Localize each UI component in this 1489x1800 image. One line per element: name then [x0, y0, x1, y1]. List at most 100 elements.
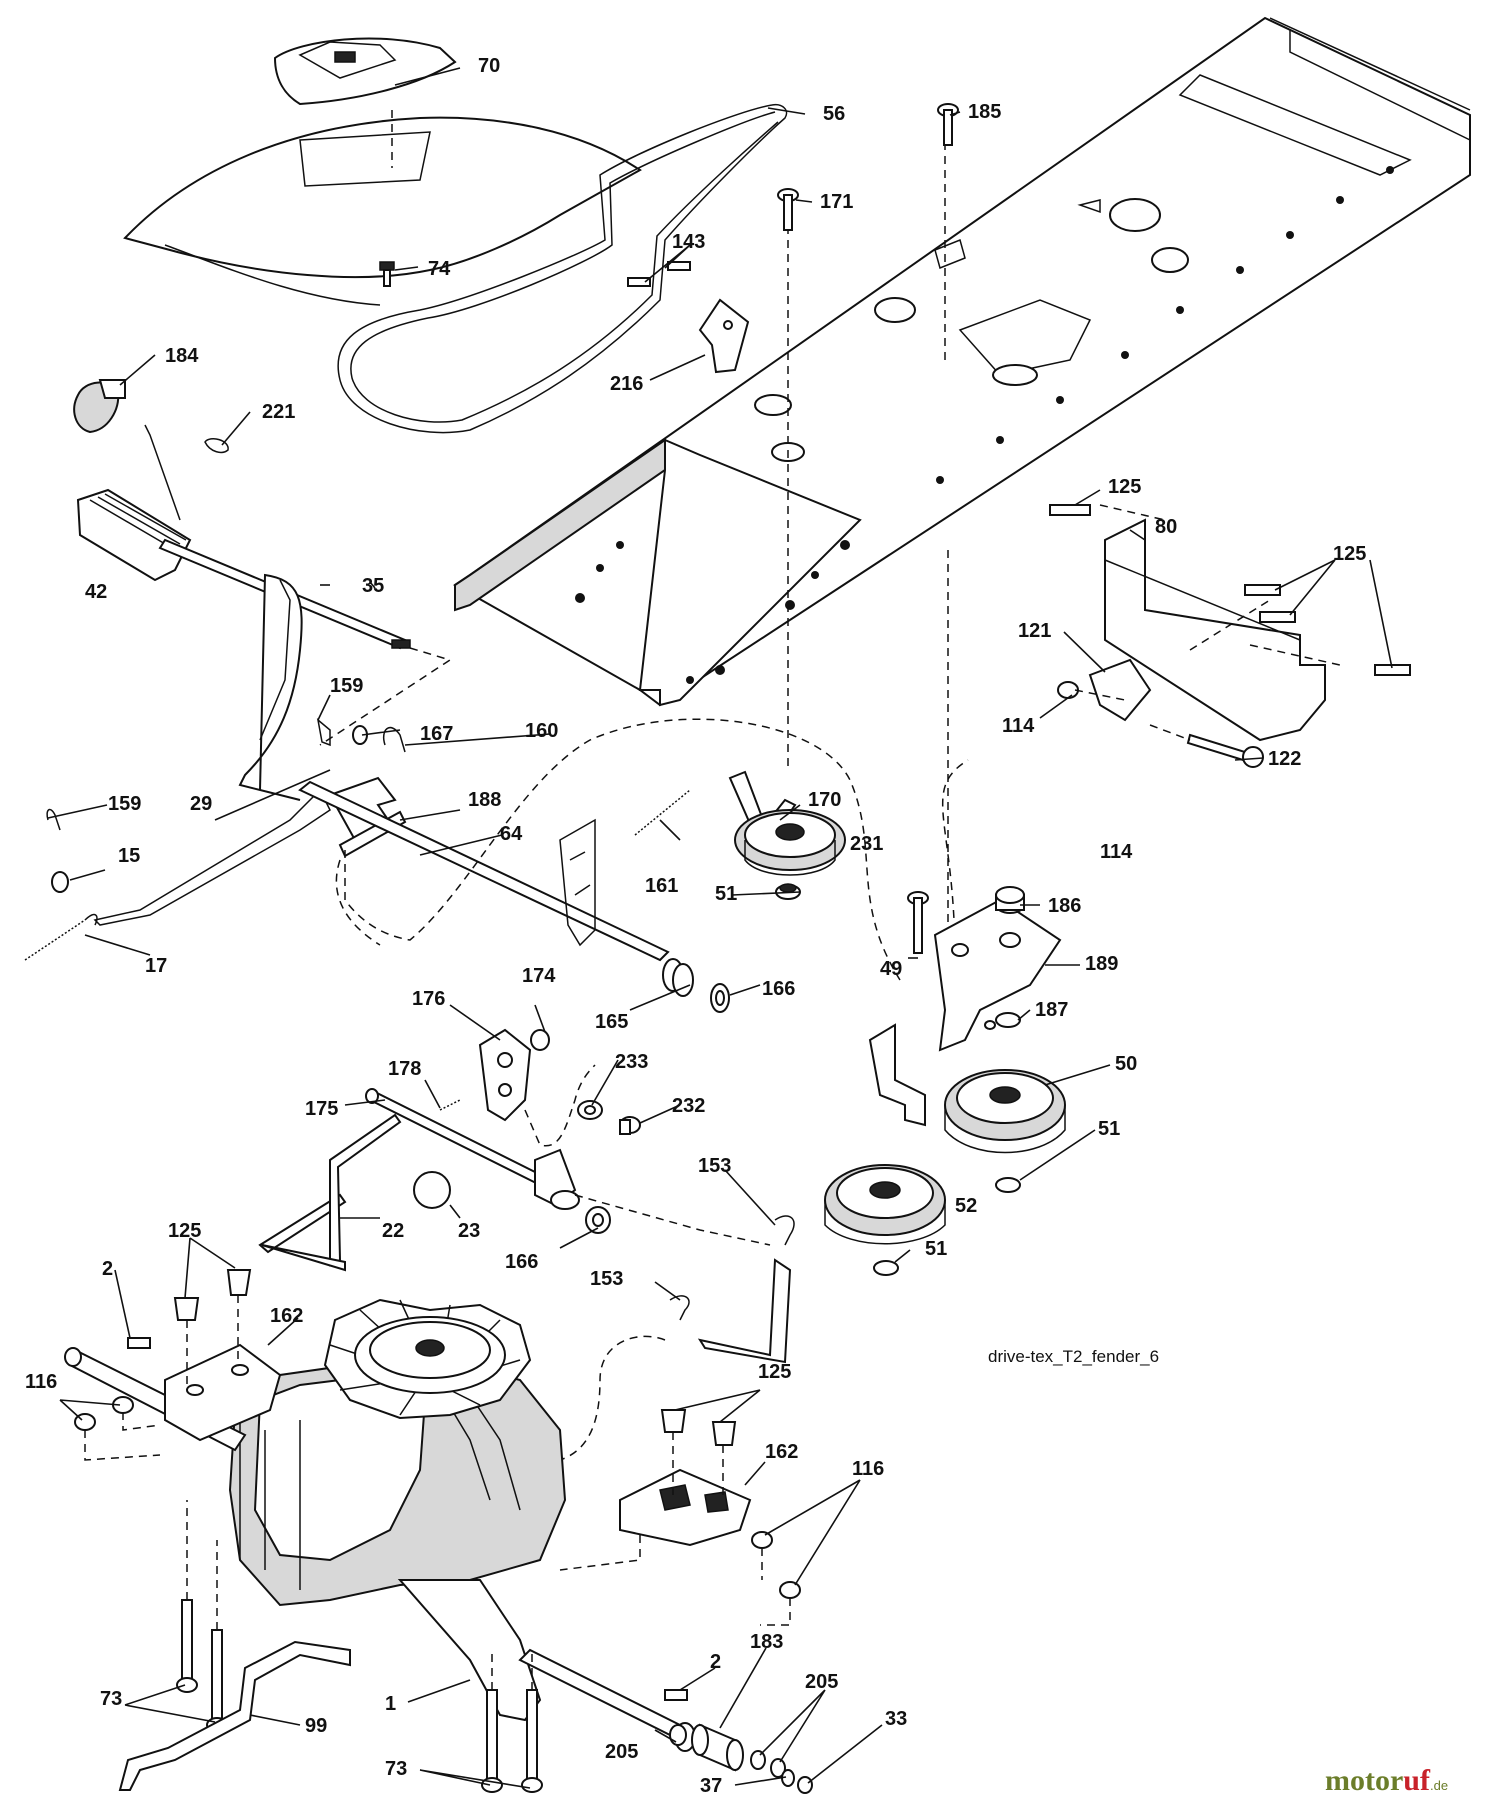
- bracket-162b: [619, 1468, 752, 1547]
- callout-51b: 51: [1098, 1118, 1120, 1140]
- callout-185: 185: [968, 101, 1001, 123]
- callout-73a: 73: [100, 1688, 122, 1710]
- spring-161: [634, 789, 691, 836]
- spacer-183: [691, 1723, 744, 1772]
- callout-175: 175: [305, 1098, 338, 1120]
- screw-74: [379, 261, 395, 287]
- brake-link: [559, 1258, 792, 1461]
- main-frame: [453, 16, 1471, 707]
- callout-42: 42: [85, 581, 107, 603]
- bracket-216: [698, 298, 750, 374]
- callout-2b: 2: [710, 1651, 721, 1673]
- pulley-231: [734, 809, 846, 876]
- callout-176: 176: [412, 988, 445, 1010]
- callout-116b: 116: [852, 1458, 884, 1480]
- spacer-186: [995, 886, 1025, 914]
- callout-166a: 166: [762, 978, 795, 1000]
- callout-187: 187: [1035, 999, 1068, 1021]
- fender: [123, 116, 642, 306]
- carriage-bolt-171: [777, 188, 799, 231]
- callout-33: 33: [885, 1708, 907, 1730]
- callout-170: 170: [808, 789, 841, 811]
- spring-178: [439, 1099, 461, 1111]
- bolts-143: [627, 261, 691, 287]
- carriage-bolt-185: [937, 103, 959, 146]
- bolt-49: [907, 891, 929, 954]
- washer-233: [577, 1100, 603, 1120]
- svg-text:motoruf.de: motoruf.de: [1325, 1764, 1448, 1797]
- washer-205a: [669, 1724, 687, 1746]
- bracket-176: [478, 1028, 532, 1122]
- callout-64: 64: [500, 823, 523, 845]
- watermark-logo: motoruf.de: [1325, 1764, 1448, 1797]
- clip-153a: [774, 1215, 795, 1246]
- pedal-42: [76, 424, 192, 582]
- callout-216: 216: [610, 373, 643, 395]
- bracket-121: [1088, 658, 1152, 722]
- callout-73b: 73: [385, 1758, 407, 1780]
- callout-161: 161: [645, 875, 678, 897]
- shift-knob-184: [73, 379, 126, 434]
- pin-160: [383, 726, 406, 753]
- pulley-50: [944, 1069, 1066, 1154]
- belt-guide: [868, 1023, 926, 1127]
- callout-178: 178: [388, 1058, 421, 1080]
- callout-37: 37: [700, 1775, 722, 1797]
- callout-114b: 114: [1100, 841, 1133, 863]
- callout-231: 231: [850, 833, 883, 855]
- bolts-125-right: [660, 1409, 737, 1446]
- callout-52: 52: [955, 1195, 977, 1217]
- callout-116a: 116: [25, 1371, 57, 1393]
- bolt-122: [1186, 733, 1264, 768]
- callout-188: 188: [468, 789, 501, 811]
- callout-162b: 162: [765, 1441, 798, 1463]
- callout-205b: 205: [605, 1741, 638, 1763]
- pin-159b: [316, 718, 331, 747]
- callout-125a: 125: [1108, 476, 1141, 498]
- callout-171: 171: [820, 191, 853, 213]
- callout-143: 143: [672, 231, 705, 253]
- callout-159a: 159: [330, 675, 363, 697]
- callout-160: 160: [525, 720, 558, 742]
- washer-187: [995, 1012, 1021, 1028]
- callout-56: 56: [823, 103, 845, 125]
- clip-221: [204, 438, 229, 454]
- diagram-caption: drive-tex_T2_fender_6: [988, 1347, 1159, 1366]
- bolts-125-left: [173, 1269, 252, 1321]
- input-pulley: [354, 1316, 506, 1394]
- callout-232: 232: [672, 1095, 705, 1117]
- bolt-232: [619, 1116, 641, 1135]
- nuts-116-right: [751, 1531, 801, 1599]
- callout-186: 186: [1048, 895, 1081, 917]
- callout-165: 165: [595, 1011, 628, 1033]
- callout-99: 99: [305, 1715, 327, 1737]
- nut-51b: [995, 1177, 1021, 1193]
- nut-51c: [873, 1260, 899, 1276]
- callout-121: 121: [1018, 620, 1051, 642]
- pulley-52: [824, 1164, 946, 1245]
- bolts-125: [1049, 504, 1411, 676]
- washer-15: [51, 871, 69, 893]
- idler-bracket-189: [933, 898, 1062, 1052]
- clip-153b: [669, 1295, 690, 1321]
- callout-51c: 51: [925, 1238, 947, 1260]
- callout-labels: 70 56 185 171 143 74 184 221 216 125 80 …: [25, 55, 1366, 1797]
- bracket-80: [1104, 518, 1326, 742]
- callout-153b: 153: [590, 1268, 623, 1290]
- shift-lever-29: [93, 788, 331, 926]
- callout-1: 1: [385, 1693, 396, 1715]
- callout-114a: 114: [1002, 715, 1035, 737]
- callout-221: 221: [262, 401, 295, 423]
- washer-174: [530, 1029, 550, 1051]
- pedal-arm: [238, 573, 303, 801]
- callout-22: 22: [382, 1220, 404, 1242]
- callout-23: 23: [458, 1220, 480, 1242]
- bracket-162a: [164, 1343, 282, 1442]
- key-2b: [664, 1689, 688, 1701]
- callout-205a: 205: [805, 1671, 838, 1693]
- washers-205b: [750, 1750, 786, 1778]
- brake-arm: [534, 1148, 580, 1210]
- callout-183: 183: [750, 1631, 783, 1653]
- callout-70: 70: [478, 55, 500, 77]
